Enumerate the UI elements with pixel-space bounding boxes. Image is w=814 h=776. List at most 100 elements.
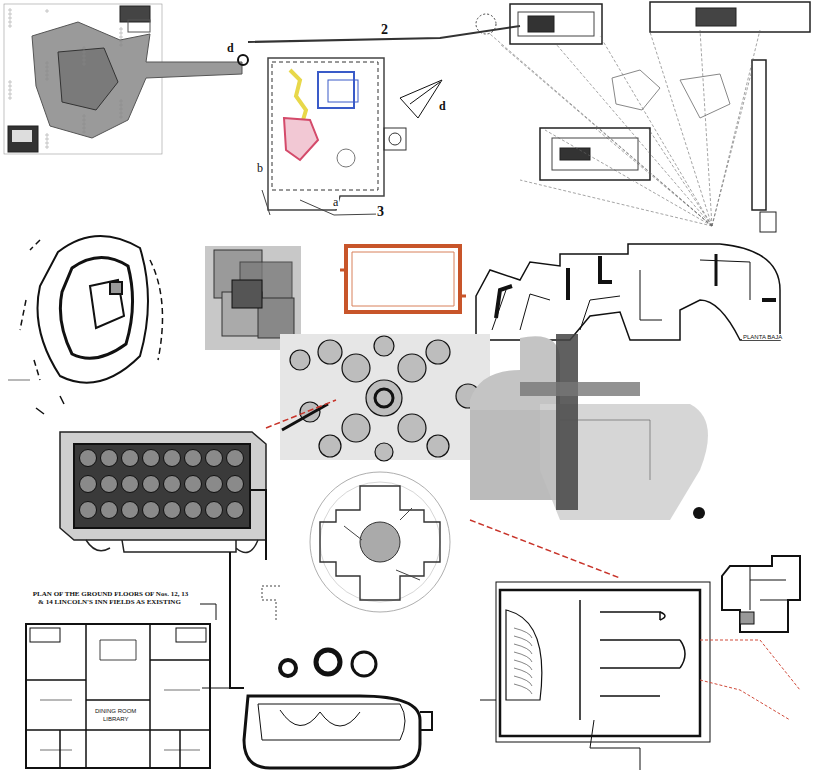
silo: [375, 443, 393, 461]
dome: [206, 450, 223, 467]
sight-line: [490, 34, 712, 226]
room-label: DINING ROOM: [94, 708, 137, 715]
site-dot: [120, 28, 122, 30]
silo-plan: [280, 334, 490, 461]
site-dot: [46, 78, 48, 80]
silo: [398, 354, 426, 382]
dome: [164, 450, 181, 467]
dome: [185, 476, 202, 493]
site-dot: [120, 36, 122, 38]
temple-site-plan: [476, 2, 810, 232]
sight-line: [648, 128, 712, 226]
silo: [342, 354, 370, 382]
sight-line: [545, 130, 712, 226]
dome: [80, 476, 97, 493]
silo: [426, 340, 450, 364]
sight-line: [556, 44, 712, 226]
dome: [227, 502, 244, 519]
label-text: d: [438, 99, 447, 113]
site-dot: [120, 104, 122, 106]
round-plan: [310, 472, 450, 612]
label-text: b: [256, 161, 264, 175]
label-text: PLANTA BAJA: [742, 334, 783, 340]
box-perspective: [60, 432, 266, 560]
site-dot: [9, 93, 11, 95]
site-dot: [9, 17, 11, 19]
site-dot: [46, 66, 48, 68]
seat-row: [514, 684, 532, 694]
site-dot: [46, 74, 48, 76]
site-dot: [46, 134, 48, 136]
label-text: LIBRARY: [102, 716, 130, 722]
silo: [290, 350, 310, 370]
site-dot: [120, 40, 122, 42]
sight-line: [700, 30, 712, 226]
house-ground-plan: [26, 604, 216, 768]
sight-line: [600, 36, 712, 226]
site-dot: [46, 10, 48, 12]
site-dot: [9, 25, 11, 27]
label-text: d: [226, 41, 235, 55]
label-text: 3: [376, 204, 385, 219]
pavilion-plan: [470, 334, 708, 520]
room-label: LIBRARY: [102, 716, 130, 723]
sight-line: [520, 180, 712, 226]
dome: [206, 476, 223, 493]
house-plan: [476, 244, 780, 340]
dome: [122, 502, 139, 519]
sight-line: [650, 32, 712, 226]
silo: [342, 414, 370, 442]
site-dot: [46, 142, 48, 144]
dome: [185, 502, 202, 519]
site-dot: [46, 138, 48, 140]
label-text: 2: [380, 22, 389, 37]
castle-plan: [238, 26, 520, 215]
site-dot: [9, 9, 11, 11]
site-dot: [83, 123, 85, 125]
dome: [101, 450, 118, 467]
site-dot: [120, 108, 122, 110]
site-dot: [83, 59, 85, 61]
site-dot: [83, 51, 85, 53]
label-text: DINING ROOM: [94, 708, 137, 714]
sight-line: [595, 128, 712, 226]
callout-number: 3: [376, 204, 385, 220]
site-dot: [9, 97, 11, 99]
site-plan: [4, 4, 242, 154]
site-dot: [9, 21, 11, 23]
silo: [318, 340, 342, 364]
silo: [374, 336, 394, 356]
dome: [143, 502, 160, 519]
site-dot: [120, 32, 122, 34]
plan-title: PLAN OF THE GROUND FLOORS OF Nos. 12, 13…: [30, 590, 190, 606]
site-dot: [83, 55, 85, 57]
dome: [80, 502, 97, 519]
red-axis: [266, 400, 620, 578]
callout-number: 2: [380, 22, 389, 38]
dome: [227, 450, 244, 467]
dome: [122, 476, 139, 493]
dome: [80, 450, 97, 467]
site-dot: [9, 89, 11, 91]
site-dot: [83, 119, 85, 121]
silo-core: [375, 389, 393, 407]
site-dot: [83, 115, 85, 117]
site-dot: [120, 116, 122, 118]
site-dot: [120, 44, 122, 46]
site-dot: [46, 146, 48, 148]
site-dot: [83, 63, 85, 65]
site-dot: [83, 127, 85, 129]
site-dot: [9, 85, 11, 87]
dome: [164, 502, 181, 519]
site-dot: [9, 81, 11, 83]
dome: [122, 450, 139, 467]
dome: [101, 502, 118, 519]
dome: [143, 476, 160, 493]
dome: [227, 476, 244, 493]
callout-letter: d: [226, 42, 235, 56]
site-dot: [83, 47, 85, 49]
site-dot: [83, 131, 85, 133]
silo: [427, 435, 449, 457]
